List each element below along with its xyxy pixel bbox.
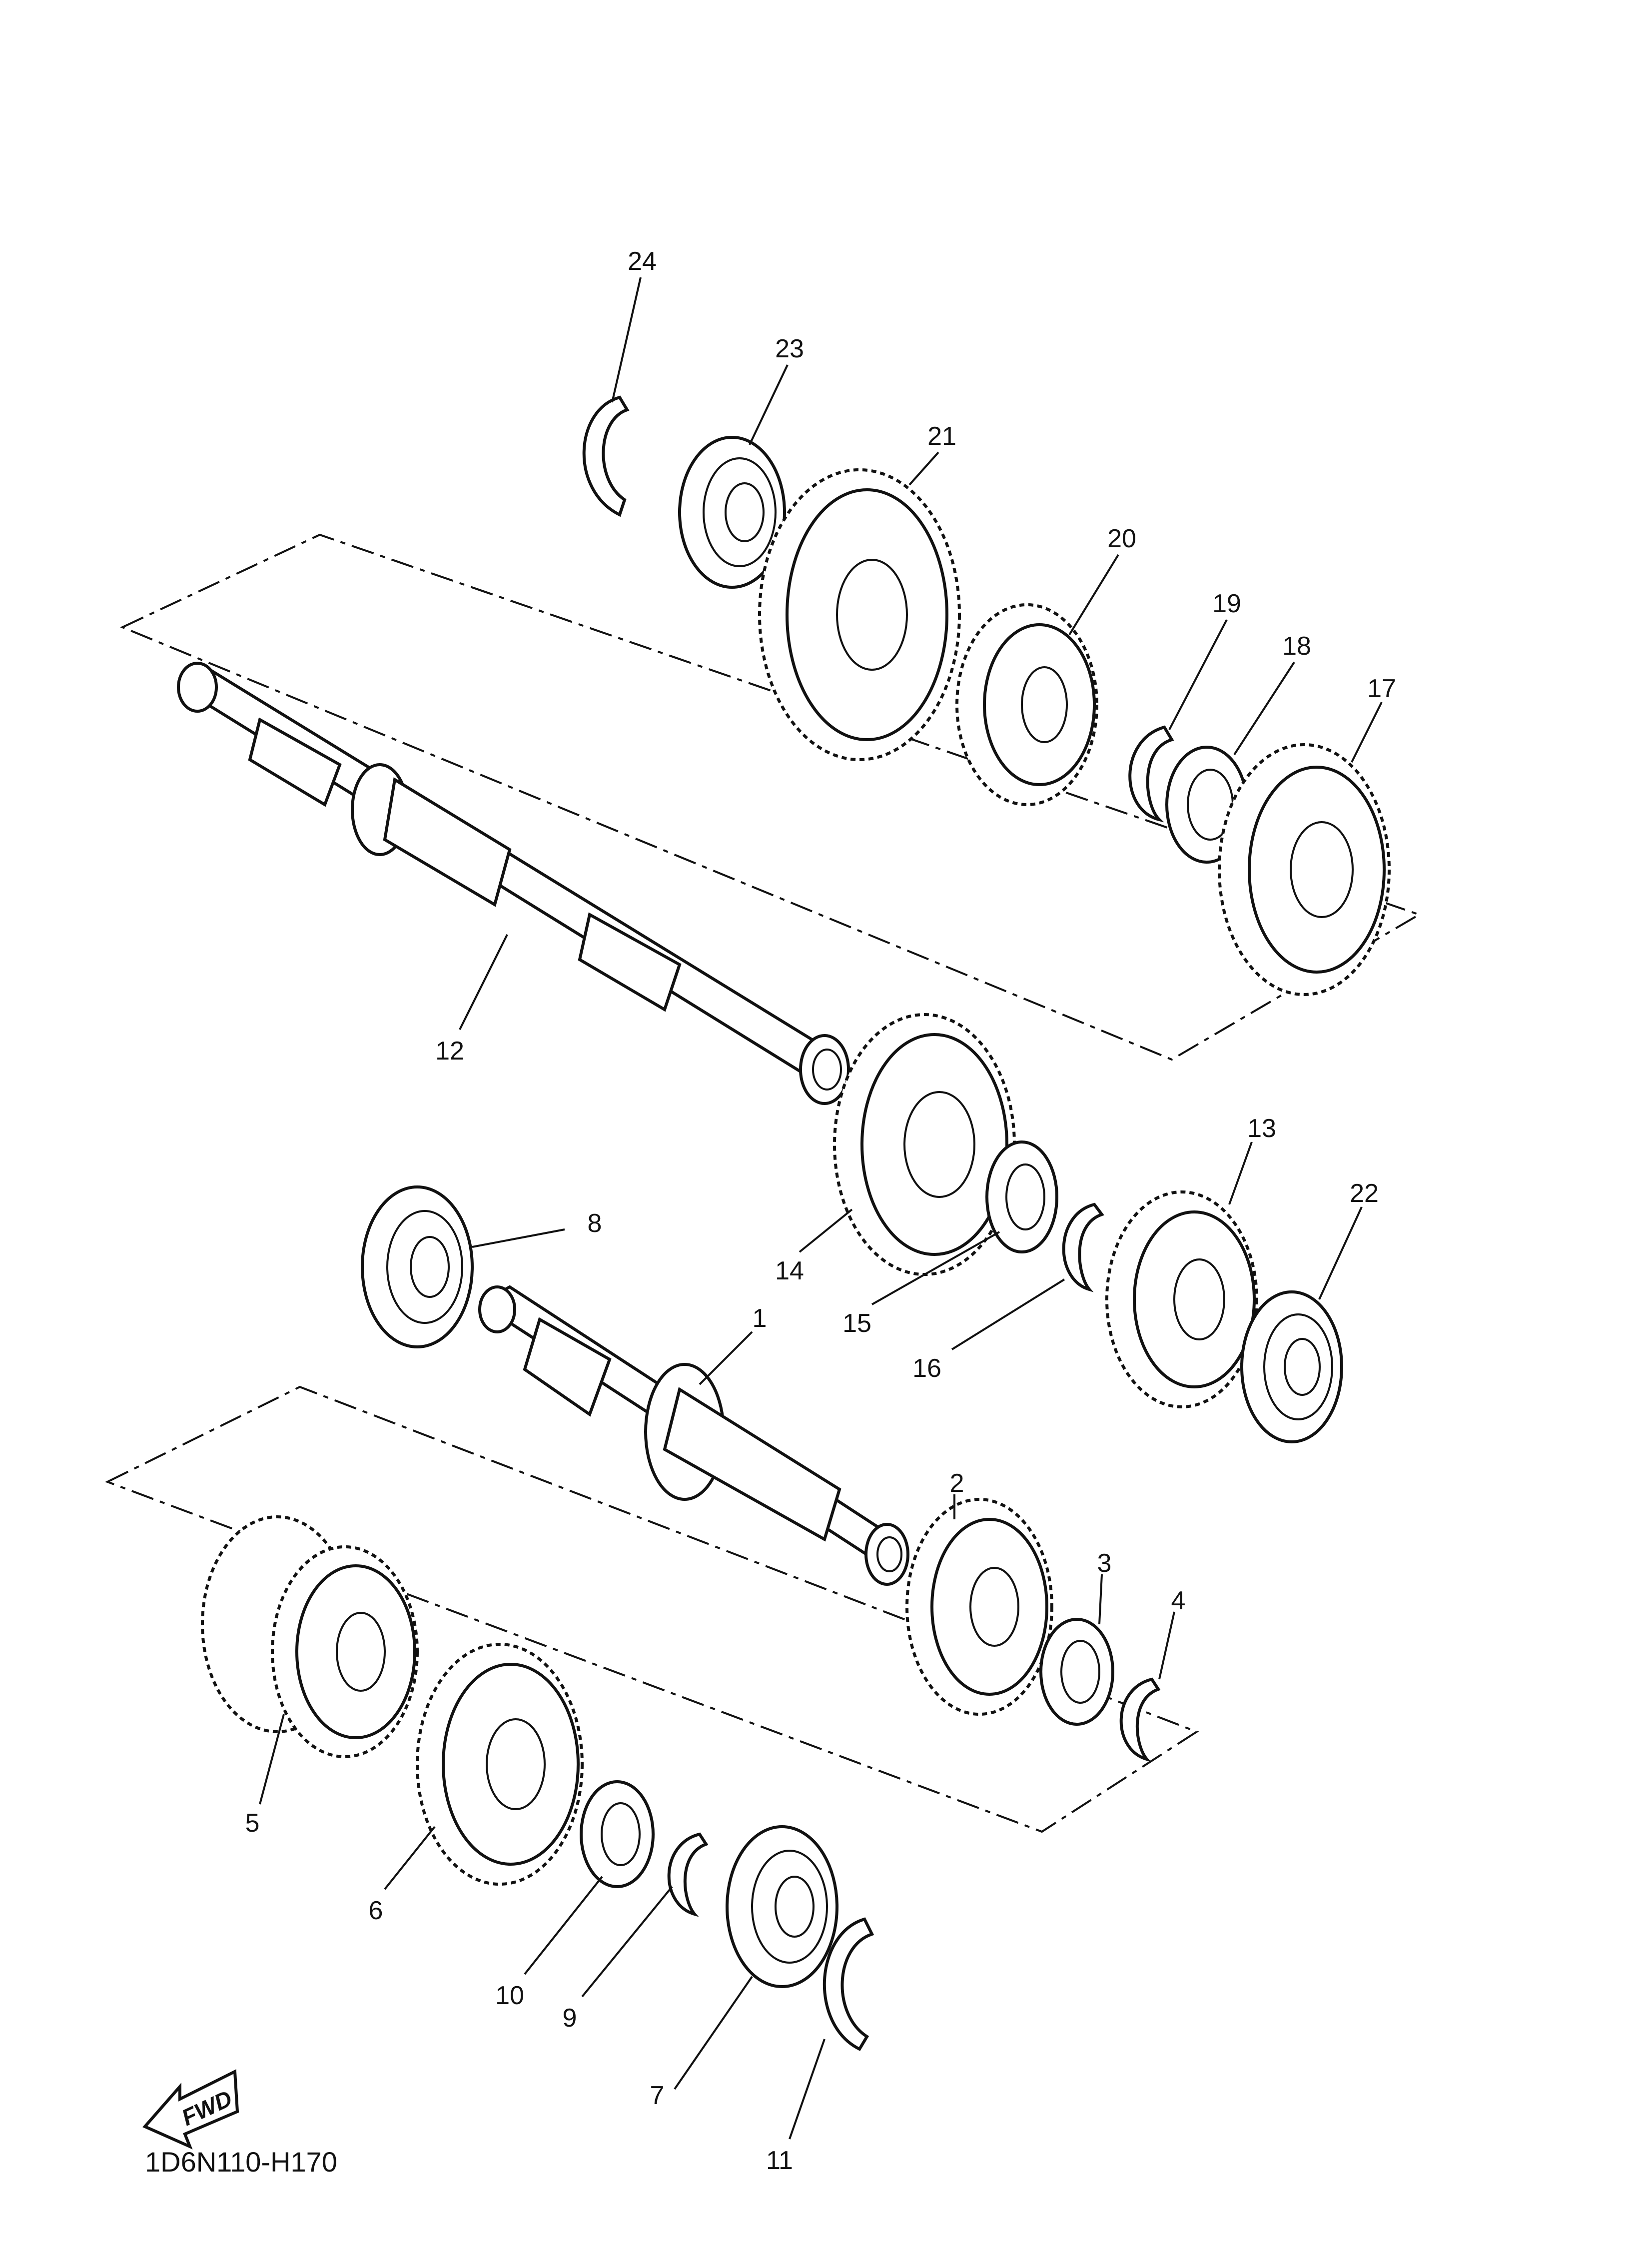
part-2-gear (905, 1498, 1053, 1716)
label-part-8: 8 (588, 1209, 602, 1238)
label-part-1: 1 (753, 1304, 767, 1333)
part-10-washer (580, 1780, 655, 1888)
label-part-20: 20 (1107, 524, 1136, 553)
part-23-bearing (678, 436, 786, 589)
part-4-circlip (1119, 1677, 1161, 1762)
label-part-17: 17 (1367, 674, 1396, 703)
part-19-circlip (1128, 725, 1174, 823)
part-8-bearing (361, 1185, 474, 1348)
part-6-gear (416, 1643, 584, 1886)
label-part-18: 18 (1282, 632, 1311, 661)
label-part-4: 4 (1171, 1586, 1186, 1615)
label-part-10: 10 (495, 1981, 524, 2010)
main-axle (177, 662, 850, 1105)
part-14-gear (833, 1013, 1016, 1276)
label-part-16: 16 (912, 1354, 941, 1383)
part-11-circlip (823, 1917, 874, 2051)
part-24-circlip (582, 395, 630, 517)
label-part-3: 3 (1097, 1549, 1112, 1578)
part-15-washer (985, 1140, 1058, 1253)
drive-axle-assembly-outline (104, 1385, 1199, 1833)
part-number-labels: 1 2 3 4 5 6 7 8 9 10 11 12 13 14 15 16 1… (245, 247, 1396, 2175)
part-7-bearing (726, 1825, 838, 1988)
label-part-9: 9 (563, 2004, 577, 2033)
label-part-12: 12 (435, 1037, 464, 1066)
label-part-6: 6 (369, 1896, 383, 1925)
diagram-code: 1D6N110-H170 (145, 2146, 337, 2178)
label-part-11: 11 (766, 2146, 793, 2175)
part-3-washer (1039, 1618, 1114, 1726)
fwd-arrow-icon: FWD (142, 2069, 239, 2150)
label-part-23: 23 (775, 334, 804, 363)
label-part-15: 15 (842, 1309, 871, 1338)
part-21-gear (758, 468, 961, 761)
label-part-2: 2 (950, 1469, 964, 1498)
part-9-circlip (667, 1832, 709, 1917)
part-20-gear (955, 603, 1098, 806)
leader-lines (259, 277, 1383, 2140)
label-part-7: 7 (650, 2081, 665, 2110)
part-17-gear (1218, 743, 1391, 996)
label-part-24: 24 (628, 247, 657, 276)
label-part-19: 19 (1212, 589, 1241, 618)
part-22-bearing (1240, 1290, 1343, 1443)
label-part-22: 22 (1350, 1179, 1379, 1208)
part-13-gear (1105, 1190, 1258, 1408)
part-16-circlip (1062, 1202, 1104, 1292)
label-part-5: 5 (245, 1809, 260, 1838)
label-part-13: 13 (1247, 1114, 1276, 1143)
drive-axle (478, 1285, 909, 1586)
label-part-14: 14 (775, 1256, 804, 1285)
part-5-gear (201, 1515, 419, 1758)
main-axle-assembly-outline (120, 533, 1422, 1061)
label-part-21: 21 (927, 422, 956, 451)
